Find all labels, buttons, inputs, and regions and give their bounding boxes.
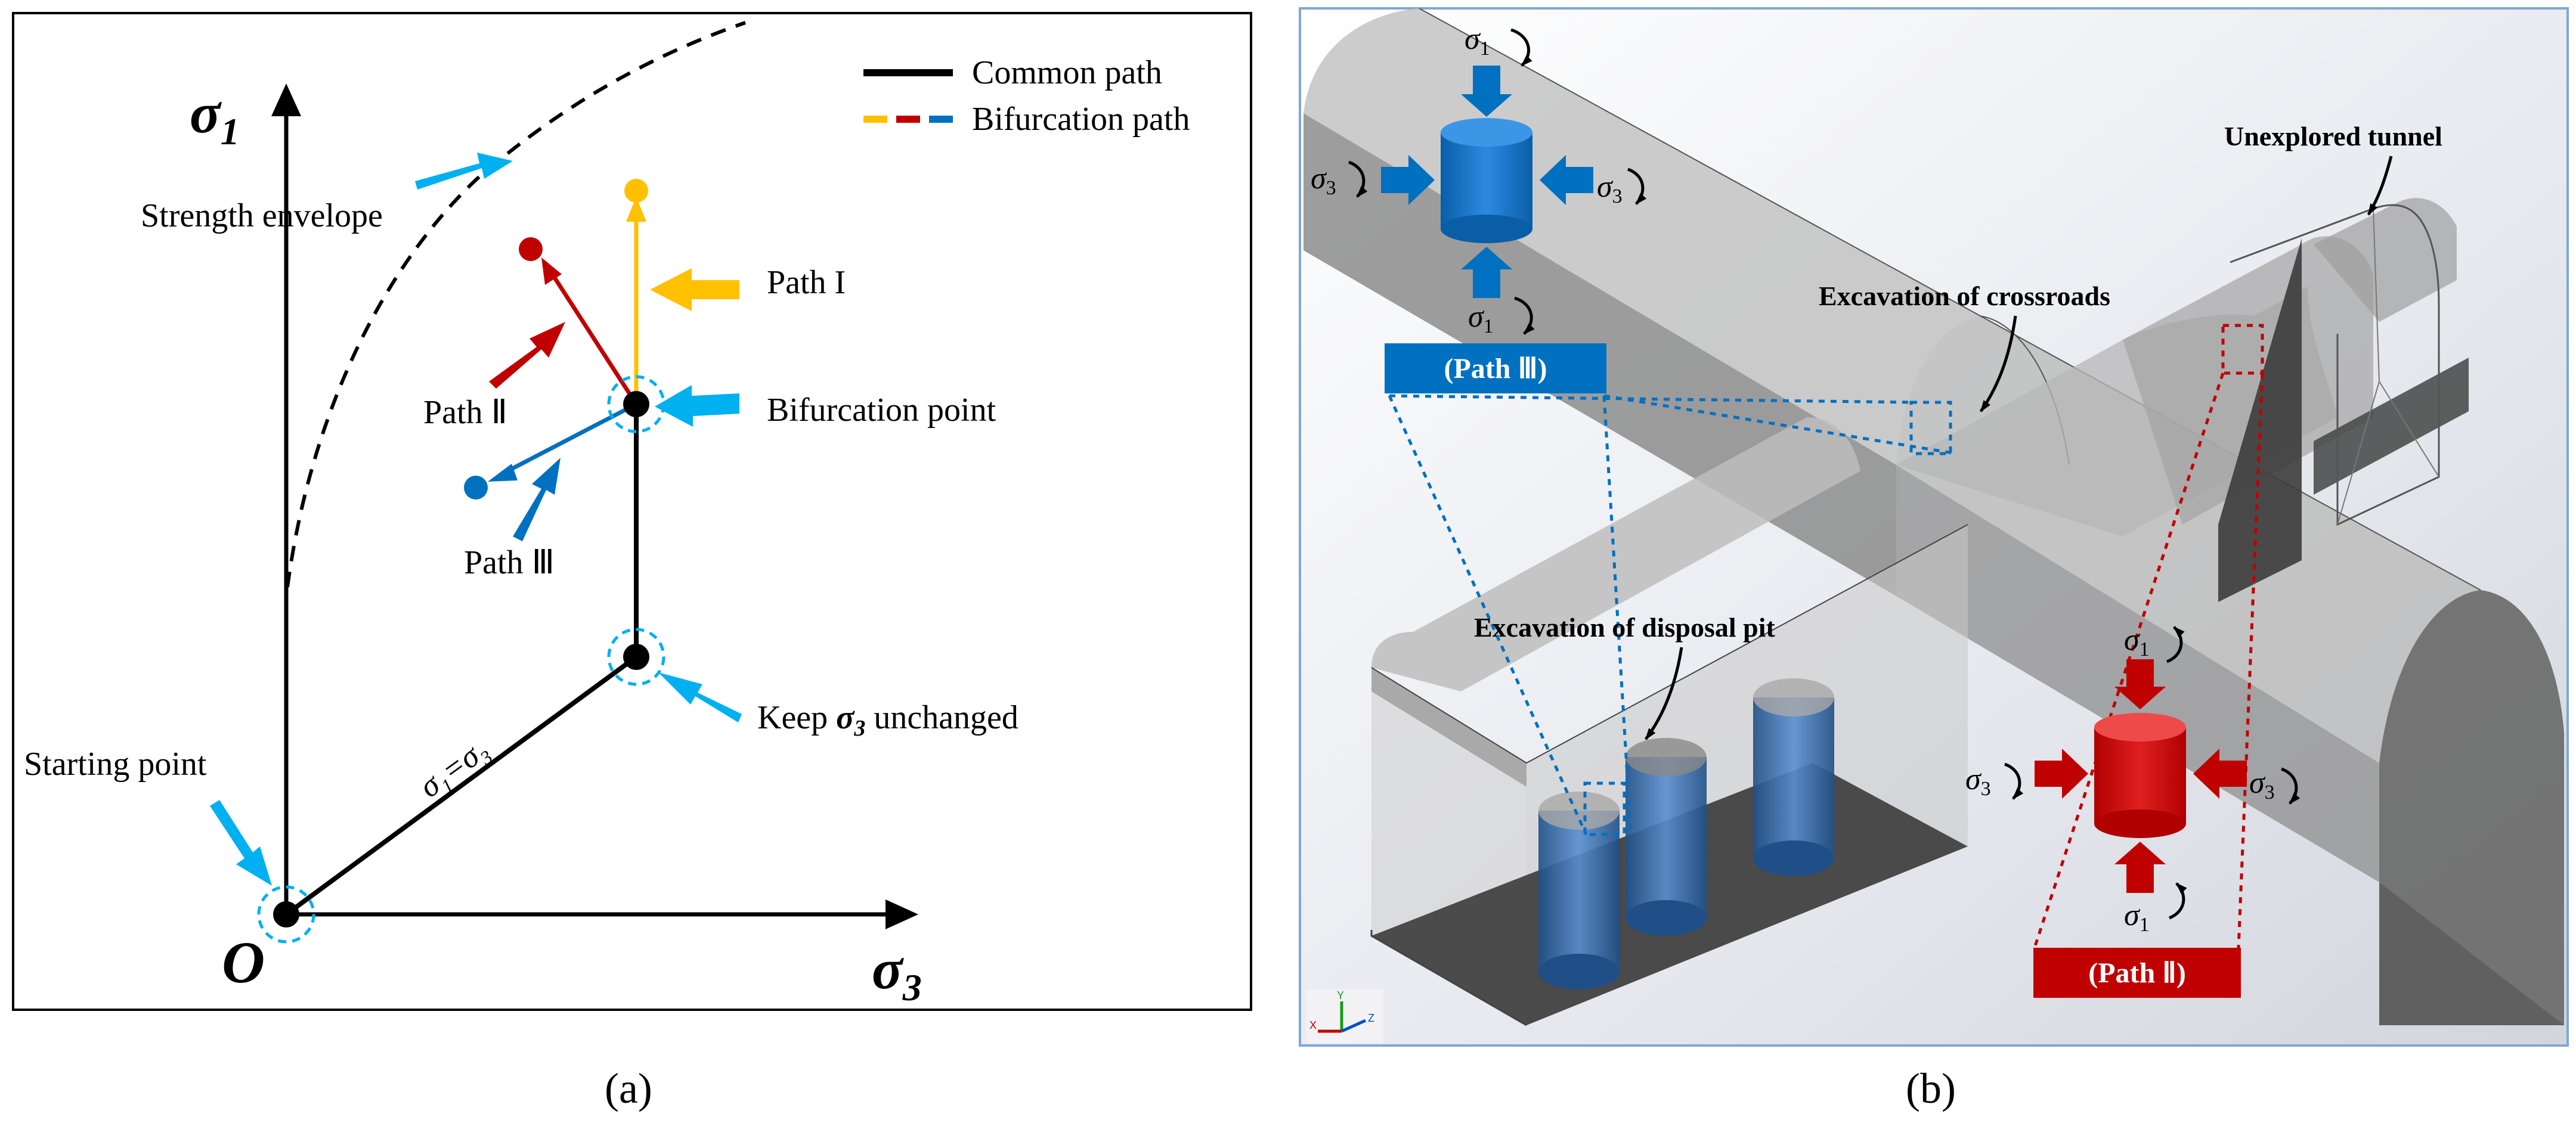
starting-point: [273, 901, 299, 927]
red-sigma1-top-arrow: [2114, 659, 2166, 709]
path-2-box: [2033, 948, 2241, 998]
blue-stress-element: [1348, 28, 1647, 335]
legend: Common path Bifurcation path: [863, 54, 1190, 138]
unexplored-tunnel: [2230, 204, 2440, 526]
label-path-1: Path I: [767, 264, 846, 301]
cross-tunnel: [1896, 198, 2469, 602]
pointer-starting-point: [210, 800, 272, 886]
blue-sigma1-top-label: σ1: [1465, 22, 1490, 60]
pointer-path-1: [650, 268, 739, 311]
blue-sigma3-left-arrow: [1381, 155, 1435, 205]
path-3-arrowhead: [488, 464, 518, 482]
blue-sigma1-top-arrow: [1461, 66, 1512, 117]
origin-label: O: [222, 929, 265, 995]
caption-a: (a): [605, 1065, 652, 1112]
path-2-endpoint: [519, 237, 543, 261]
label-disposal-pit: Excavation of disposal pit: [1474, 612, 1775, 643]
pointer-path-3: [513, 458, 561, 541]
path-1-arrowhead: [626, 197, 646, 222]
sigma3-axis-label: σ3: [872, 937, 922, 1009]
arrow-disposal-pit: [1644, 647, 1683, 740]
pointer-path-2: [489, 322, 565, 389]
label-unexplored-tunnel: Unexplored tunnel: [2224, 121, 2442, 151]
sigma1-axis-label: σ1: [190, 81, 240, 153]
path-2-box-label: (Path Ⅱ): [2088, 957, 2186, 989]
legend-common-label: Common path: [972, 54, 1162, 91]
label-path-2: Path Ⅱ: [423, 394, 507, 431]
svg-text:X: X: [1309, 1019, 1317, 1031]
disposal-pit-1: [1538, 811, 1620, 972]
panel-a-frame: [12, 12, 1252, 1011]
keep-sigma3-point-ring: [607, 628, 665, 686]
pointer-keep-sigma3: [658, 672, 742, 722]
blue-sigma3-right-arrow: [1540, 155, 1593, 205]
disposal-pit-3: [1753, 697, 1834, 858]
blue-sigma1-bottom-label: σ1: [1468, 300, 1494, 337]
pointer-strength-envelope: [415, 153, 513, 190]
blue-sigma3-right-label: σ3: [1597, 170, 1623, 207]
red-sigma1-top-label: σ1: [2124, 623, 2150, 660]
red-sigma3-right-arrow: [2193, 749, 2247, 799]
caption-b: (b): [1906, 1065, 1956, 1112]
coordinate-triad-icon: Y X Z: [1306, 989, 1383, 1043]
label-strength-envelope: Strength envelope: [141, 197, 383, 234]
path-3-box-label: (Path Ⅲ): [1444, 353, 1547, 384]
bifurcation-point: [623, 391, 649, 417]
path-1-endpoint: [624, 179, 648, 203]
blue-sigma3-left-label: σ3: [1311, 162, 1336, 199]
svg-text:Y: Y: [1337, 989, 1344, 1001]
legend-bifurcation-label: Bifurcation path: [972, 101, 1190, 138]
label-path-3: Path Ⅲ: [464, 544, 555, 581]
pointer-bifurcation-point: [655, 385, 739, 427]
path-2-arrowhead: [541, 258, 562, 285]
panel-a: σ1 σ3 O: [12, 12, 1252, 1112]
red-stress-element: [2004, 626, 2301, 920]
blue-sigma1-bottom-arrow: [1461, 247, 1512, 298]
starting-point-ring: [257, 885, 315, 944]
sigma3-axis-arrowhead: [886, 899, 918, 929]
red-sigma3-right-label: σ3: [2249, 766, 2275, 804]
label-keep-sigma3: Keep σ3 unchanged: [757, 699, 1018, 741]
zoom-lines-blue: [1388, 394, 1953, 836]
red-sigma1-bottom-label: σ1: [2124, 898, 2150, 936]
red-sigma3-left-arrow: [2035, 749, 2088, 799]
path-3-endpoint: [464, 476, 488, 500]
panel-b: σ1 σ1 σ3 σ3 (Path Ⅲ) σ1 σ1 σ3 σ3 (Path Ⅱ…: [1299, 7, 2569, 1112]
path-2-line: [550, 272, 638, 405]
common-path-diagonal: [284, 654, 638, 917]
path-3-box: [1385, 343, 1606, 393]
disposal-pit-2: [1626, 757, 1707, 918]
label-crossroads: Excavation of crossroads: [1819, 281, 2110, 311]
svg-text:Z: Z: [1368, 1012, 1374, 1024]
red-sigma1-bottom-arrow: [2114, 842, 2166, 893]
label-starting-point: Starting point: [24, 746, 207, 783]
keep-sigma3-point: [623, 644, 649, 670]
label-bifurcation-point: Bifurcation point: [767, 392, 996, 429]
path-3-line: [500, 402, 637, 477]
red-sigma3-left-label: σ3: [1965, 762, 1991, 800]
disposal-pits: [1538, 678, 1834, 989]
arrow-unexplored-tunnel: [2367, 156, 2393, 216]
strength-envelope-curve: [286, 21, 746, 588]
sigma1-axis-arrowhead: [271, 83, 301, 116]
arrow-crossroads: [1979, 315, 2017, 412]
